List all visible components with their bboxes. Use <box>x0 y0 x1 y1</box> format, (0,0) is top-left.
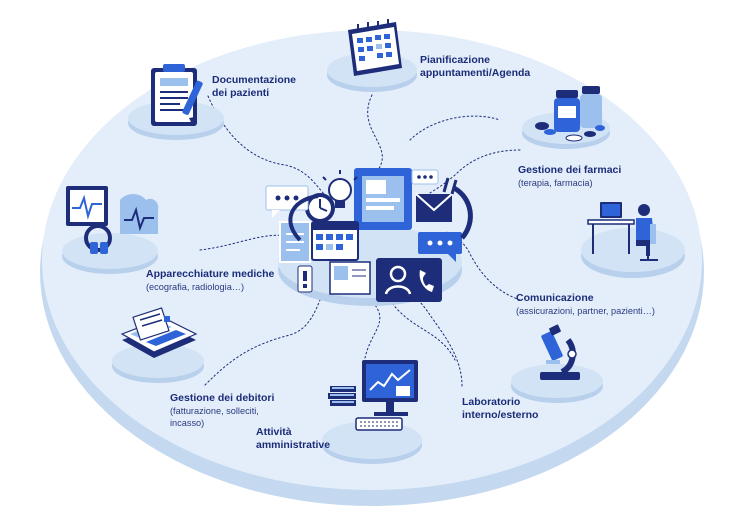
node-equipment: Apparecchiature mediche (ecografia, radi… <box>146 268 274 293</box>
computer-workstation-icon <box>328 360 418 431</box>
medicine-bottles-icon <box>535 86 605 142</box>
node-subtitle: (ecografia, radiologia…) <box>146 281 245 292</box>
pedestal-communication <box>581 228 685 278</box>
node-subtitle: (terapia, farmacia) <box>518 177 593 188</box>
node-documentation: Documentazione dei pazienti <box>212 74 296 99</box>
microscope-icon <box>540 324 580 380</box>
node-subtitle: (fatturazione, solleciti, incasso) <box>170 405 259 429</box>
connector-extra-1 <box>409 115 501 141</box>
node-scheduling: Pianificazione appuntamenti/Agenda <box>420 54 530 79</box>
contact-phone-icon <box>376 258 442 302</box>
typing-bubble-icon <box>411 169 439 185</box>
node-title: Attività <box>256 426 292 438</box>
node-title: Gestione dei debitori <box>170 392 275 404</box>
connector-debtors <box>204 299 321 386</box>
document-icon <box>279 221 311 263</box>
node-title: interno/esterno <box>462 408 539 421</box>
alert-icon <box>297 265 313 293</box>
clipboard-pen-icon <box>151 64 203 126</box>
hub-monitor <box>354 168 412 230</box>
node-title: Gestione dei farmaci <box>518 164 622 176</box>
hub-calendar <box>311 221 359 261</box>
lightbulb-icon <box>322 170 358 208</box>
node-pharmacy: Gestione dei farmaci (terapia, farmacia) <box>518 164 621 189</box>
node-title: Apparecchiature mediche <box>146 268 275 280</box>
node-title: appuntamenti/Agenda <box>420 66 531 79</box>
node-title: amministrative <box>256 438 331 451</box>
patient-card-icon <box>329 261 371 295</box>
node-title: Laboratorio <box>462 396 521 408</box>
node-subtitle: (assicurazioni, partner, pazienti…) <box>516 305 655 316</box>
connector-scheduling <box>361 94 383 197</box>
medical-devices-icon <box>66 186 159 254</box>
node-title: dei pazienti <box>212 86 270 99</box>
clock-icon <box>305 193 335 223</box>
node-communication: Comunicazione (assicurazioni, partner, p… <box>516 292 655 317</box>
node-title: Pianificazione <box>420 54 491 66</box>
node-laboratory: Laboratorio interno/esterno <box>462 396 538 421</box>
node-debtors: Gestione dei debitori (fatturazione, sol… <box>170 392 274 430</box>
connector-pharmacy <box>419 149 521 201</box>
connector-extra-2 <box>389 299 456 361</box>
invoice-documents-icon <box>120 307 198 358</box>
mail-icon <box>415 193 453 222</box>
hub-ring-left <box>288 194 319 242</box>
node-title: Documentazione <box>212 74 297 86</box>
node-title: Comunicazione <box>516 292 594 304</box>
calendar-icon <box>348 19 402 76</box>
exclamation-icon <box>442 177 458 195</box>
central-hub-icon <box>265 168 473 302</box>
pedestal-debtors <box>112 344 204 383</box>
hub-chat-bubble-icon <box>418 232 462 262</box>
person-at-desk-icon <box>587 202 658 261</box>
node-administration: Attività amministrative <box>256 426 330 451</box>
hub-ring <box>452 185 473 240</box>
